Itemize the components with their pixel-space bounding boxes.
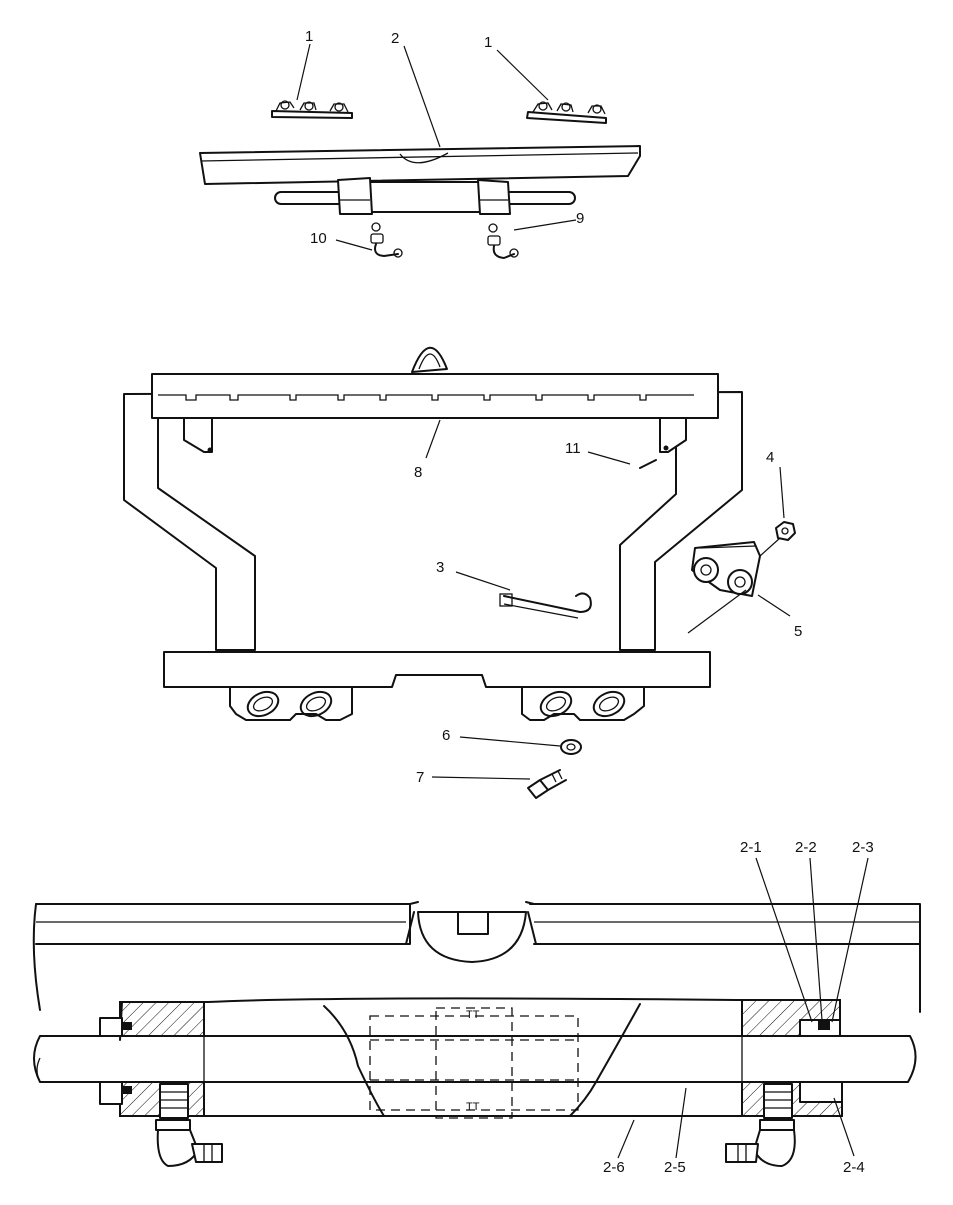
callout-2-3: 2-3 xyxy=(852,839,874,856)
port-fitting-left xyxy=(155,1083,223,1167)
bottom-bar xyxy=(163,651,711,688)
guide-block xyxy=(687,537,781,634)
washer xyxy=(560,739,582,755)
callout-2-4: 2-4 xyxy=(843,1159,865,1176)
side-shift-cylinder xyxy=(274,177,576,215)
detail-mark-upper: TT xyxy=(466,1009,480,1021)
lower-hook-left xyxy=(229,686,353,721)
callout-2-1: 2-1 xyxy=(740,839,762,856)
rail-bar xyxy=(199,145,641,185)
carriage-frame xyxy=(123,391,743,651)
bearing-pad-left xyxy=(271,100,353,119)
callout-2: 2 xyxy=(391,30,399,47)
callout-9: 9 xyxy=(576,210,584,227)
port-fitting-right xyxy=(725,1083,796,1167)
lifting-ring xyxy=(411,346,448,373)
callout-10: 10 xyxy=(310,230,327,247)
callout-8: 8 xyxy=(414,464,422,481)
callout-1-left: 1 xyxy=(305,28,313,45)
top-assembly: 1 2 1 10 9 xyxy=(199,28,641,259)
section-detail: TT TT xyxy=(32,839,921,1176)
nut xyxy=(775,521,796,541)
bearing-pad-right xyxy=(526,101,607,124)
fitting-right xyxy=(487,223,519,259)
lower-hook-right xyxy=(521,686,645,721)
callout-5: 5 xyxy=(794,623,802,640)
callout-11: 11 xyxy=(565,440,581,457)
fitting-left xyxy=(370,222,403,258)
bolt xyxy=(527,769,567,799)
detail-mark-lower: TT xyxy=(466,1101,480,1113)
pin xyxy=(639,459,657,469)
callout-2-5: 2-5 xyxy=(664,1159,686,1176)
callout-6: 6 xyxy=(442,727,450,744)
top-bar xyxy=(151,373,719,453)
callout-2-6: 2-6 xyxy=(603,1159,625,1176)
callout-2-2: 2-2 xyxy=(795,839,817,856)
retaining-pin xyxy=(499,592,592,619)
middle-assembly: 8 11 4 3 5 6 7 xyxy=(123,346,802,799)
callout-7: 7 xyxy=(416,769,424,786)
callout-4: 4 xyxy=(766,449,774,466)
callout-3: 3 xyxy=(436,559,444,576)
callout-1-right: 1 xyxy=(484,34,492,51)
